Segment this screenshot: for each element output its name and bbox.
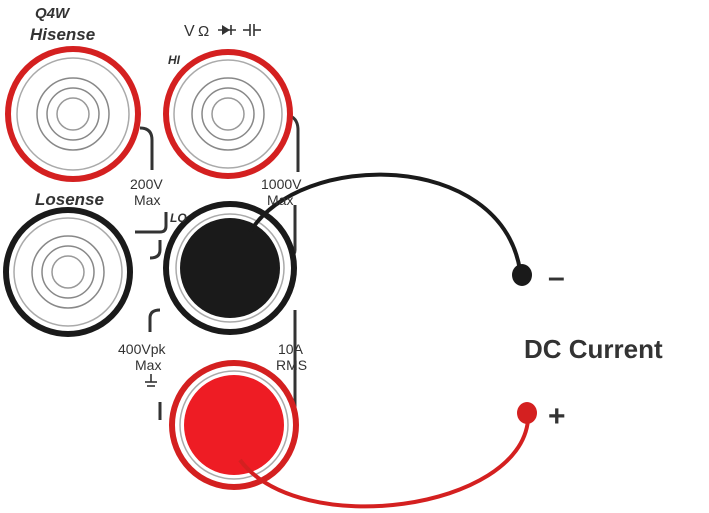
lo-jack[interactable] bbox=[163, 201, 297, 335]
black-test-lead bbox=[248, 172, 522, 271]
minus-terminal-label: – bbox=[548, 261, 565, 294]
losense-label: Losense bbox=[35, 190, 104, 209]
vpk-line1: 400Vpk bbox=[118, 341, 166, 357]
max200-line1: 200V bbox=[130, 176, 163, 192]
red-probe-tip bbox=[517, 402, 537, 424]
rms-line1: 10A bbox=[278, 341, 304, 357]
diode-icon bbox=[218, 25, 236, 35]
ground-icon bbox=[145, 374, 157, 387]
rms-line2: RMS bbox=[276, 357, 307, 373]
capacitor-icon bbox=[243, 24, 261, 36]
max1000-line2: Max bbox=[267, 192, 293, 208]
red-test-lead bbox=[238, 419, 530, 509]
hi-jack[interactable] bbox=[163, 49, 293, 179]
q4w-label: Q4W bbox=[35, 5, 71, 22]
hisense-jack[interactable] bbox=[5, 46, 141, 182]
dc-current-label: DC Current bbox=[524, 334, 663, 364]
current-jack[interactable] bbox=[169, 360, 299, 490]
hi-symbols: V Ω bbox=[184, 23, 261, 40]
lo-label: LO bbox=[170, 211, 187, 225]
losense-jack[interactable] bbox=[3, 207, 133, 337]
volt-symbol-label: V bbox=[184, 23, 195, 40]
vpk-line2: Max bbox=[135, 357, 161, 373]
black-probe-tip bbox=[512, 264, 532, 286]
ohm-icon: Ω bbox=[198, 23, 209, 40]
plus-terminal-label: + bbox=[548, 400, 566, 433]
max1000-line1: 1000V bbox=[261, 176, 302, 192]
hi-label: HI bbox=[168, 53, 181, 67]
hisense-label: Hisense bbox=[30, 25, 95, 44]
max200-line2: Max bbox=[134, 192, 160, 208]
